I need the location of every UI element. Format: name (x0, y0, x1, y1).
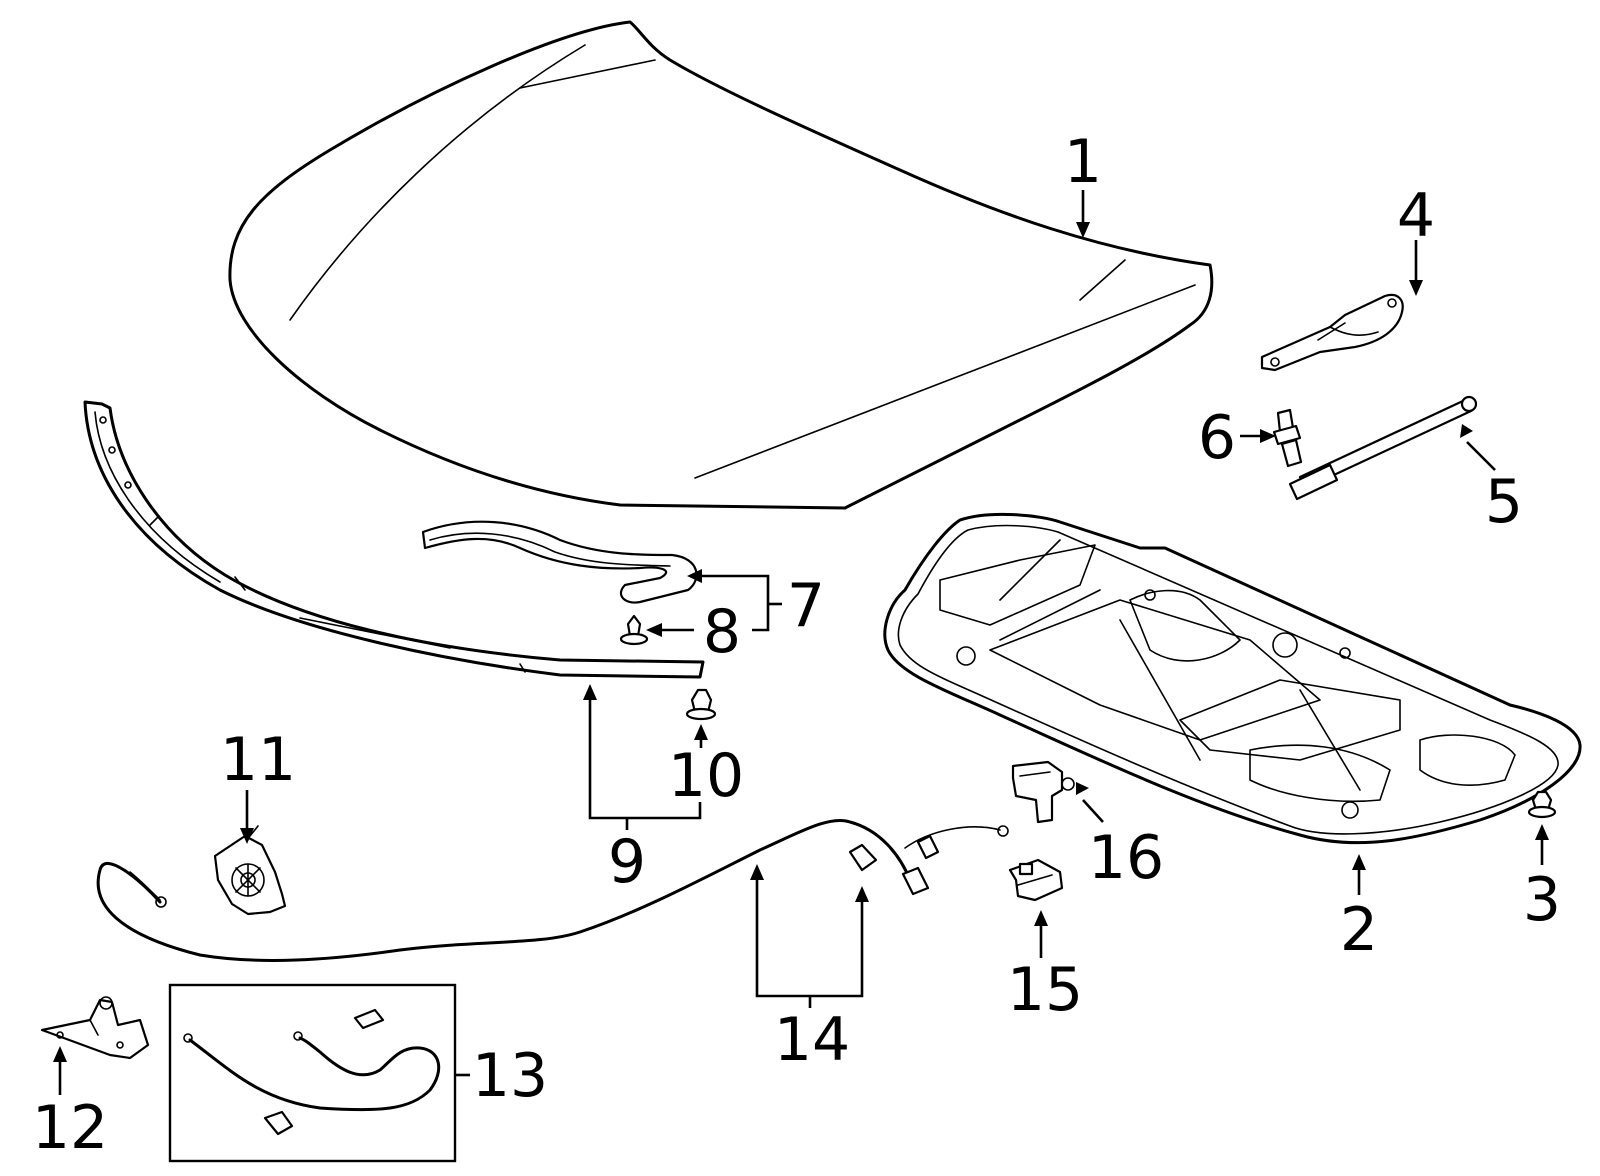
callout-1: 1 (1064, 127, 1102, 197)
cable-retainer[interactable] (1008, 858, 1064, 902)
callout-4: 4 (1397, 181, 1435, 251)
callout-3: 3 (1523, 865, 1561, 935)
callout-14: 14 (774, 1005, 850, 1075)
callout-13: 13 (472, 1041, 548, 1111)
release-cable-kit[interactable] (168, 983, 470, 1163)
release-handle[interactable] (213, 825, 287, 916)
hood-latch[interactable] (40, 996, 150, 1060)
front-seal-strip[interactable] (83, 400, 705, 679)
kit-box (168, 983, 457, 1163)
callout-11: 11 (220, 725, 296, 795)
callout-10: 10 (668, 741, 744, 811)
callout-12: 12 (32, 1093, 108, 1163)
latch-sensor[interactable] (1011, 760, 1075, 824)
hood-insulator[interactable] (883, 512, 1582, 845)
strut-stud[interactable] (1272, 408, 1303, 468)
hood-hinge[interactable] (1260, 293, 1404, 372)
seal-clip[interactable] (619, 614, 649, 646)
callout-8: 8 (703, 597, 741, 667)
release-cable[interactable] (96, 818, 1009, 962)
callout-2: 2 (1340, 895, 1378, 965)
seal-assembly[interactable] (421, 520, 698, 604)
hood-panel[interactable] (228, 20, 1214, 510)
callout-labels: 1 2 3 4 5 6 7 8 9 10 11 12 13 14 15 16 (32, 127, 1561, 1163)
push-clip[interactable] (685, 688, 717, 721)
support-strut[interactable] (1288, 395, 1478, 501)
callout-9: 9 (608, 827, 646, 897)
callout-6: 6 (1198, 403, 1236, 473)
leader-lines (53, 190, 1549, 1095)
callout-15: 15 (1007, 955, 1083, 1025)
insulator-clip[interactable] (1527, 790, 1557, 819)
callout-16: 16 (1088, 823, 1164, 893)
callout-5: 5 (1485, 467, 1523, 537)
callout-7: 7 (787, 571, 825, 641)
